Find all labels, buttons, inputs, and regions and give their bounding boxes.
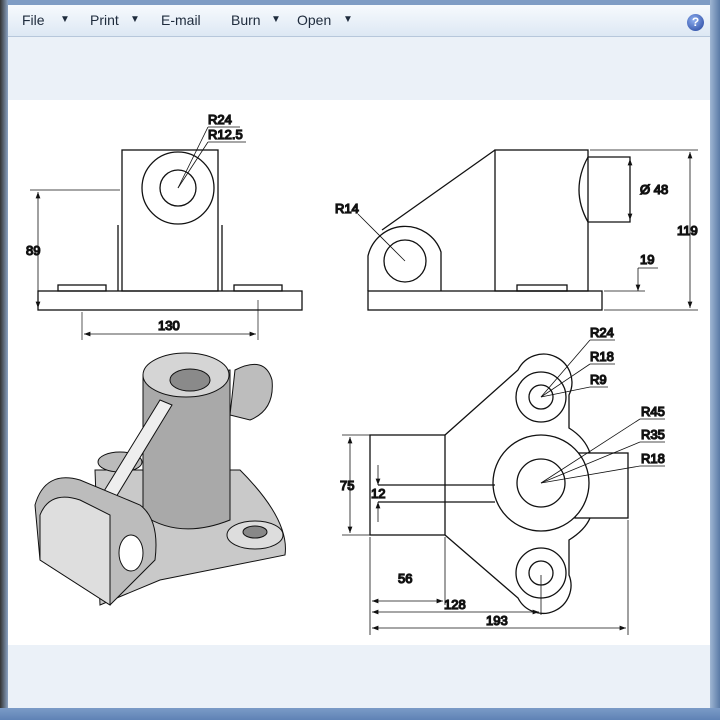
- toolbar: File ▼ Print ▼ E-mail Burn ▼ Open ▼ ?: [8, 5, 710, 37]
- top-boss-r18-label: R18: [590, 349, 614, 364]
- top-width-56-label: 56: [398, 571, 412, 586]
- file-dropdown-icon[interactable]: ▼: [60, 14, 70, 25]
- front-r24-label: R24: [208, 112, 232, 127]
- top-height-75-label: 75: [340, 478, 354, 493]
- burn-dropdown-icon[interactable]: ▼: [271, 14, 281, 25]
- top-slot-12-label: 12: [371, 486, 385, 501]
- window-frame-top: [0, 0, 720, 5]
- window-frame-right: [710, 0, 720, 720]
- top-r45-label: R45: [641, 404, 665, 419]
- side-total-height-label: 119: [677, 223, 698, 238]
- side-view: [357, 149, 698, 311]
- viewer-bottom-margin: [8, 645, 710, 708]
- side-r14-label: R14: [335, 201, 359, 216]
- print-menu[interactable]: Print: [90, 12, 119, 28]
- file-menu[interactable]: File: [22, 12, 45, 28]
- front-r12-5-label: R12.5: [208, 127, 243, 142]
- window-frame-bottom: [0, 708, 720, 720]
- help-icon[interactable]: ?: [687, 14, 704, 31]
- burn-menu[interactable]: Burn: [231, 12, 261, 28]
- isometric-view: [34, 352, 286, 606]
- open-dropdown-icon[interactable]: ▼: [343, 14, 353, 25]
- top-r18-label: R18: [641, 451, 665, 466]
- top-boss-r9-label: R9: [590, 372, 607, 387]
- window-frame-left: [0, 0, 8, 720]
- viewer-top-margin: [8, 37, 710, 100]
- front-width-label: 130: [158, 318, 180, 333]
- email-button[interactable]: E-mail: [161, 12, 201, 28]
- front-view: [30, 126, 303, 340]
- print-dropdown-icon[interactable]: ▼: [130, 14, 140, 25]
- side-diameter-label: Ø 48: [640, 182, 668, 197]
- top-width-193-label: 193: [486, 613, 508, 628]
- side-base-height-label: 19: [640, 252, 654, 267]
- top-view: [342, 339, 665, 635]
- top-r35-label: R35: [641, 427, 665, 442]
- front-height-label: 89: [26, 243, 40, 258]
- top-boss-r24-label: R24: [590, 325, 614, 340]
- top-width-128-label: 128: [444, 597, 466, 612]
- open-menu[interactable]: Open: [297, 12, 332, 28]
